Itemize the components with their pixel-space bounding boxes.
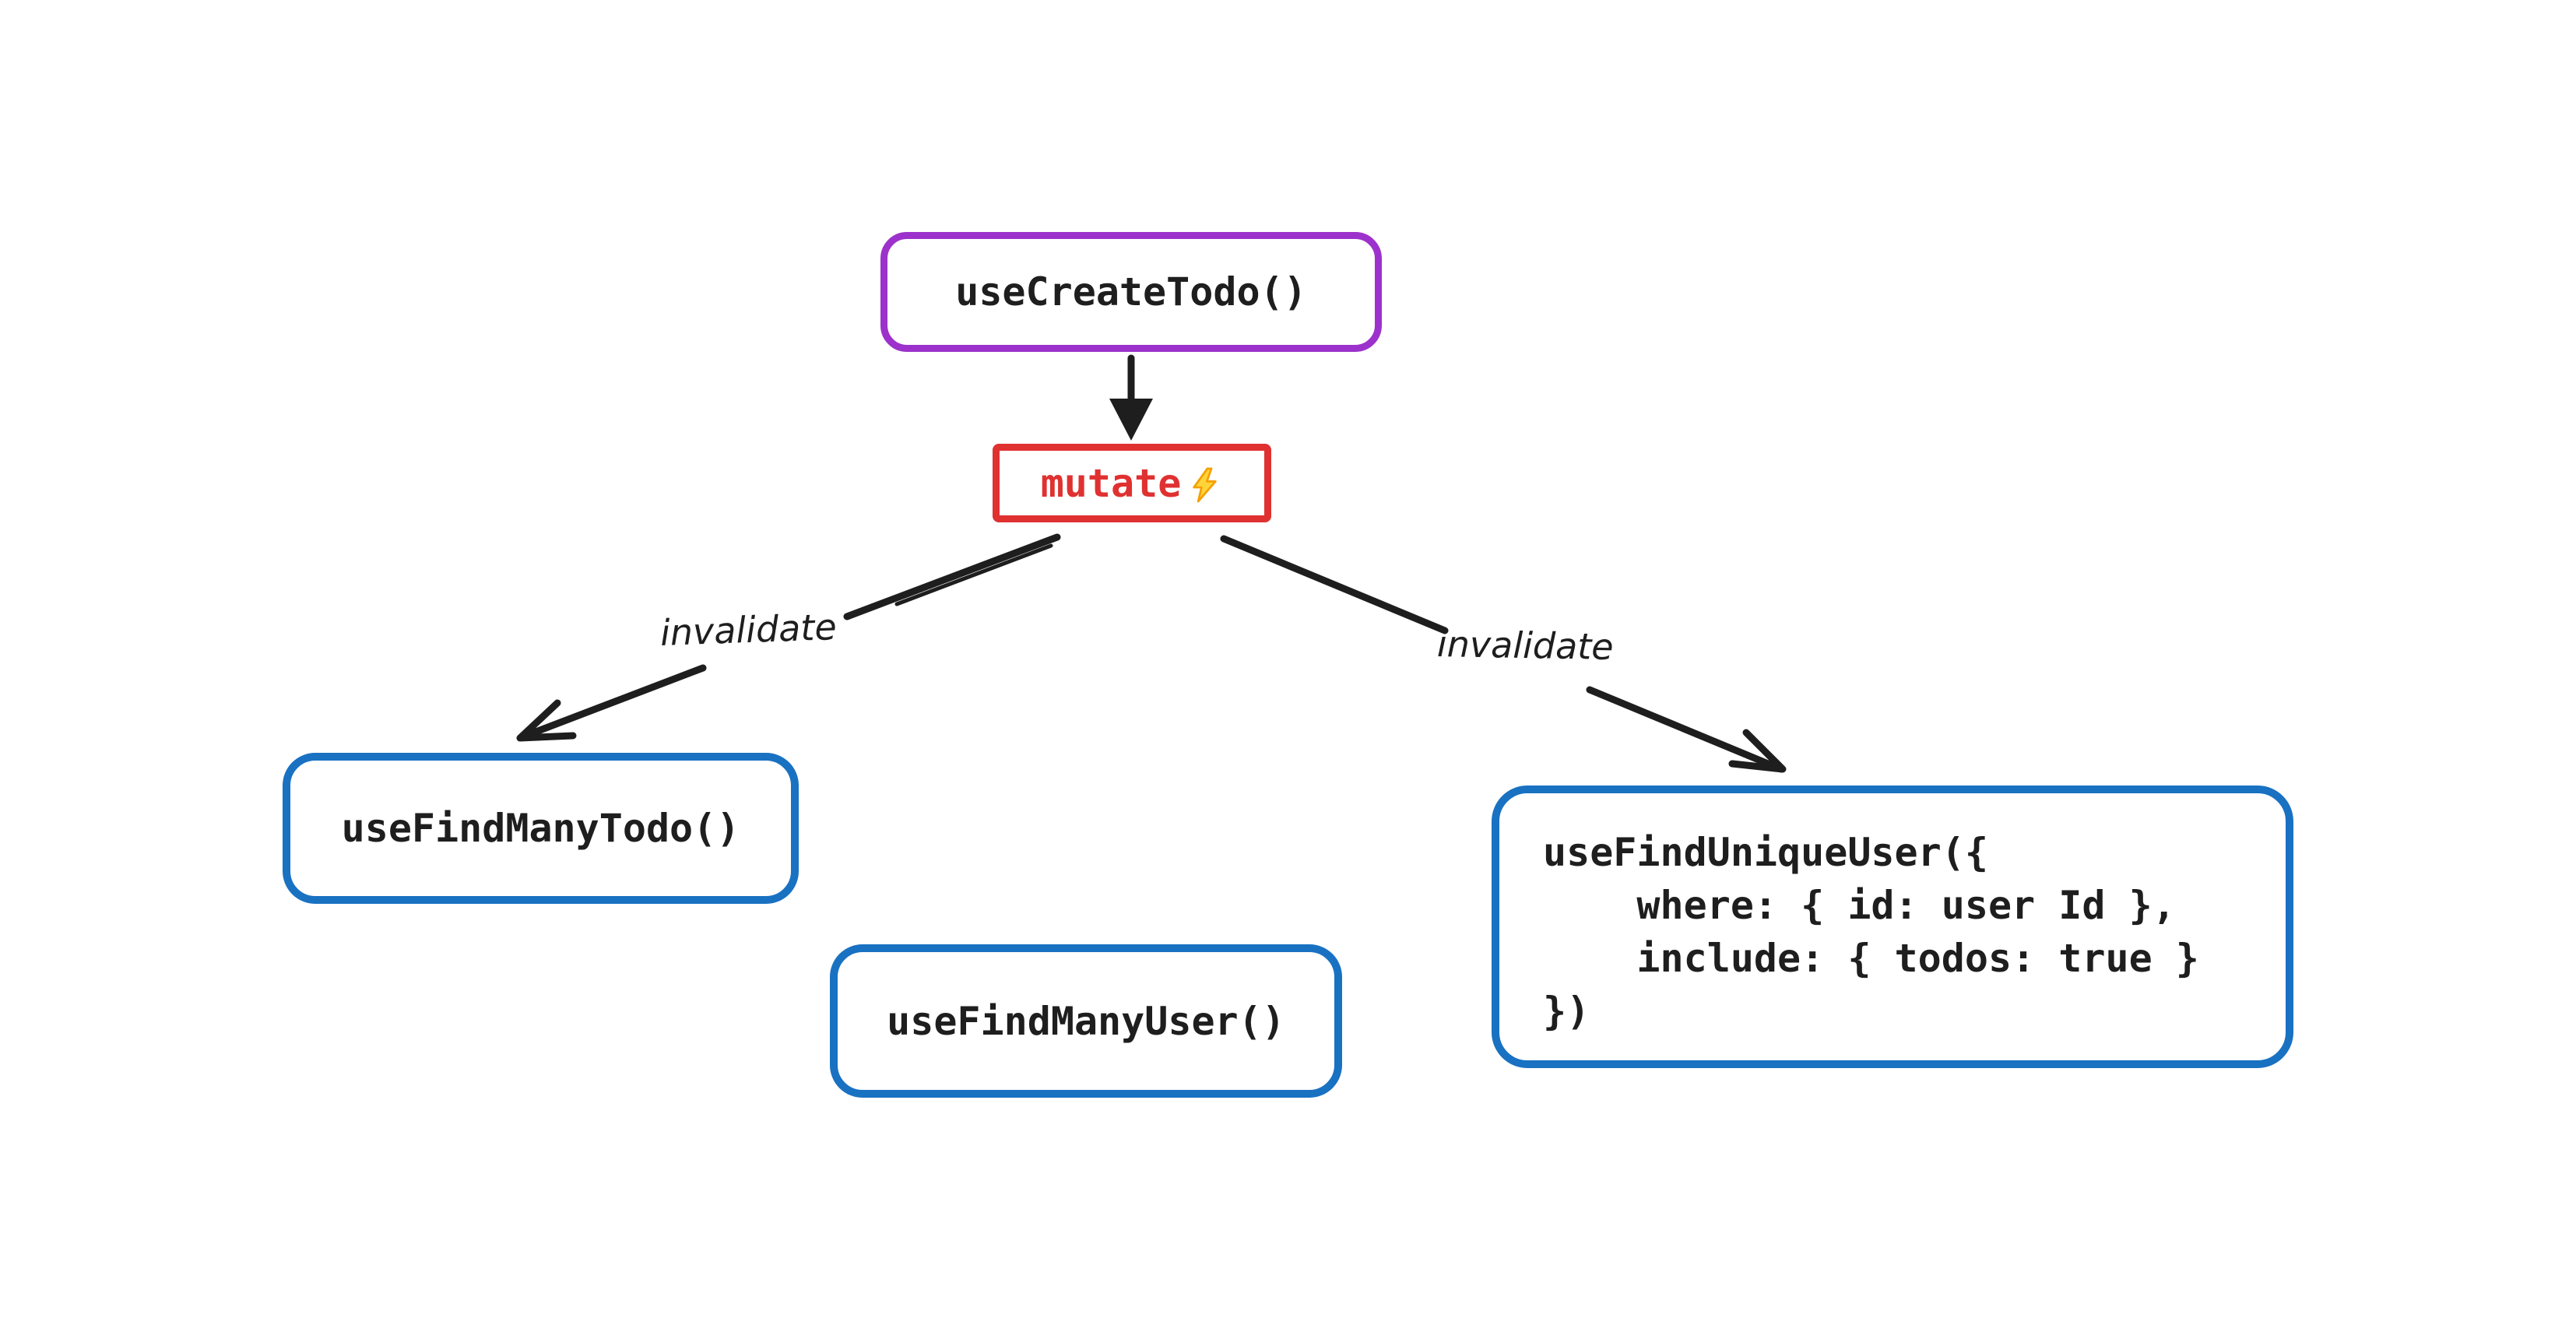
lightning-bolt-icon bbox=[1193, 467, 1218, 502]
node-use-find-many-todo-label: useFindManyTodo() bbox=[341, 806, 740, 851]
node-use-create-todo-label: useCreateTodo() bbox=[955, 269, 1307, 315]
arrow-mutate-to-finduniqueuser-head bbox=[1728, 729, 1787, 773]
arrow-mutate-to-findmanytodo-sketch bbox=[894, 543, 1053, 606]
edge-label-invalidate-left: invalidate bbox=[659, 606, 838, 654]
arrow-mutate-to-findmanytodo-head bbox=[516, 699, 577, 742]
arrow-create-to-mutate-head bbox=[1109, 399, 1153, 441]
arrow-mutate-to-findmanytodo-upper bbox=[843, 533, 1061, 620]
edge-label-invalidate-right: invalidate bbox=[1436, 623, 1615, 668]
node-mutate-label: mutate bbox=[1040, 460, 1182, 506]
arrow-mutate-to-finduniqueuser-lower bbox=[1586, 686, 1785, 773]
node-use-find-many-user-label: useFindManyUser() bbox=[887, 998, 1285, 1044]
arrow-mutate-to-findmanytodo-lower bbox=[518, 664, 707, 741]
node-use-find-many-todo: useFindManyTodo() bbox=[283, 753, 799, 904]
node-use-find-unique-user: useFindUniqueUser({ where: { id: user Id… bbox=[1492, 786, 2293, 1068]
node-mutate: mutate bbox=[993, 444, 1271, 522]
arrow-mutate-to-finduniqueuser-upper bbox=[1220, 535, 1449, 634]
node-use-create-todo: useCreateTodo() bbox=[880, 232, 1382, 352]
node-use-find-many-user: useFindManyUser() bbox=[830, 944, 1342, 1098]
